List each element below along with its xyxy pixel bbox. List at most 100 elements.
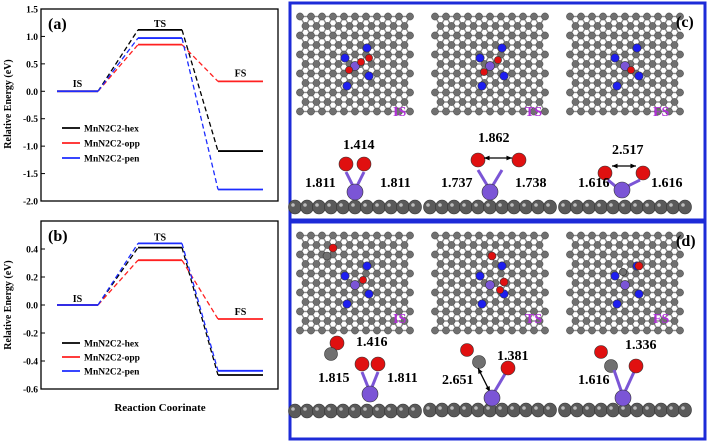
panel-label: (b) <box>48 228 68 245</box>
dist-c-ts-1: 1.737 <box>441 176 473 191</box>
substrate-slab <box>288 199 422 215</box>
nitrogen-atom <box>362 261 372 271</box>
dist-c-is-2: 1.811 <box>380 176 411 191</box>
oxygen-atom <box>338 156 354 172</box>
dist-d-fs-0: 1.336 <box>625 338 657 353</box>
nitrogen-atom <box>340 271 350 281</box>
structure-panels: (c) (d) IS TS FS IS TS FS 1.414 1.811 1.… <box>288 1 707 441</box>
oxygen-atom <box>359 276 367 284</box>
ytick-label: 1.0 <box>26 33 38 43</box>
nitrogen-atom <box>475 271 485 281</box>
nitrogen-atom <box>342 299 352 309</box>
transition-dash <box>181 243 219 371</box>
energy-plots: 1.51.00.50.0-0.5-1.0-1.5-2.0(a)ISTSFSMnN… <box>3 6 279 414</box>
oxygen-atom <box>594 345 608 359</box>
oxygen-atom <box>328 243 338 253</box>
ytick-label: 0.0 <box>26 302 38 312</box>
ytick-label: 0.0 <box>26 88 38 98</box>
tag-d-is: IS <box>393 312 406 327</box>
dist-c-ts-2: 1.738 <box>515 176 547 191</box>
dist-c-ts-0: 1.862 <box>478 131 510 146</box>
oxygen-atom <box>597 165 613 181</box>
carbon-atom <box>322 251 332 261</box>
ylabel-a: Relative Energy (eV) <box>3 59 14 148</box>
plot-b: 0.40.20.0-0.2-0.4-0.6(b)ISTSFSMnN2C2-hex… <box>23 228 263 396</box>
xlabel: Reaction Coorinate <box>114 402 205 414</box>
oxygen-atom <box>329 335 345 351</box>
panel-c-frame <box>288 1 707 222</box>
mn-atom <box>350 280 360 290</box>
dist-d-fs-1: 1.616 <box>578 373 610 388</box>
panel-label: (a) <box>48 16 67 33</box>
ytick-label: -1.5 <box>23 170 38 180</box>
substrate-slab <box>558 199 692 215</box>
carbon-atom <box>619 268 627 276</box>
legend-entry: MnN2C2-opp <box>84 140 140 150</box>
mn-atom <box>485 280 495 290</box>
nitrogen-atom <box>634 71 644 81</box>
dist-c-is-1: 1.811 <box>305 176 336 191</box>
ytick-label: -1.0 <box>23 143 38 153</box>
mn-atom <box>350 61 360 71</box>
dist-d-is-0: 1.416 <box>356 335 388 350</box>
tag-c-fs: FS <box>653 105 670 120</box>
oxygen-atom <box>460 343 474 357</box>
nitrogen-atom <box>477 299 487 309</box>
ytick-label: -0.5 <box>23 115 38 125</box>
panel-d-frame <box>288 220 707 441</box>
oxygen-atom <box>634 261 644 271</box>
carbon-atom <box>324 347 338 361</box>
legend-entry: MnN2C2-pen <box>84 155 140 165</box>
substrate-slab <box>423 402 557 418</box>
structure-labels: (c) (d) IS TS FS IS TS FS 1.414 1.811 1.… <box>305 14 696 388</box>
dist-d-is-2: 1.811 <box>387 371 418 386</box>
transition-dash <box>181 247 219 376</box>
ytick-label: 0.2 <box>26 274 38 284</box>
state-label: FS <box>235 307 247 318</box>
ytick-label: -2.0 <box>23 198 38 208</box>
transition-dash <box>181 44 219 82</box>
transition-dash <box>181 37 219 190</box>
mn-atom <box>481 183 499 201</box>
transition-dash <box>97 29 139 92</box>
nitrogen-atom <box>497 43 507 53</box>
state-label: TS <box>154 19 167 30</box>
mn-atom <box>620 280 630 290</box>
tag-d-fs: FS <box>653 312 670 327</box>
nitrogen-atom <box>364 71 374 81</box>
transition-dash <box>181 29 219 152</box>
oxygen-atom <box>627 66 635 74</box>
state-label: TS <box>154 233 167 244</box>
state-label: FS <box>235 68 247 79</box>
nitrogen-atom <box>610 271 620 281</box>
graphene-sheets <box>296 12 684 335</box>
molecules <box>288 43 692 419</box>
state-label: IS <box>73 294 83 305</box>
plot-a: 1.51.00.50.0-0.5-1.0-1.5-2.0(a)ISTSFSMnN… <box>23 6 263 208</box>
ytick-label: -0.2 <box>23 330 38 340</box>
mn-atom <box>613 181 631 199</box>
oxygen-atom <box>487 251 497 261</box>
mn-atom <box>614 389 632 407</box>
nitrogen-atom <box>475 53 485 63</box>
nitrogen-atom <box>499 71 509 81</box>
oxygen-atom <box>480 68 488 76</box>
oxygen-atom <box>494 56 502 64</box>
nitrogen-atom <box>364 289 374 299</box>
oxygen-atom <box>365 54 373 62</box>
nitrogen-atom <box>612 81 622 91</box>
graphene-sheet <box>431 12 549 116</box>
ylabel-b: Relative Energy (eV) <box>3 260 14 349</box>
nitrogen-atom <box>610 53 620 63</box>
substrate-slab <box>558 402 692 418</box>
mn-atom <box>483 389 501 407</box>
transition-dash <box>181 259 219 320</box>
transition-dash <box>97 259 139 306</box>
carbon-atom <box>604 359 618 373</box>
mn-atom <box>485 61 495 71</box>
dist-c-is-0: 1.414 <box>343 138 375 153</box>
oxygen-atom <box>499 277 509 287</box>
graphene-sheet <box>566 12 684 116</box>
dist-d-ts-1: 2.651 <box>442 373 474 388</box>
substrate-slab <box>288 403 422 419</box>
